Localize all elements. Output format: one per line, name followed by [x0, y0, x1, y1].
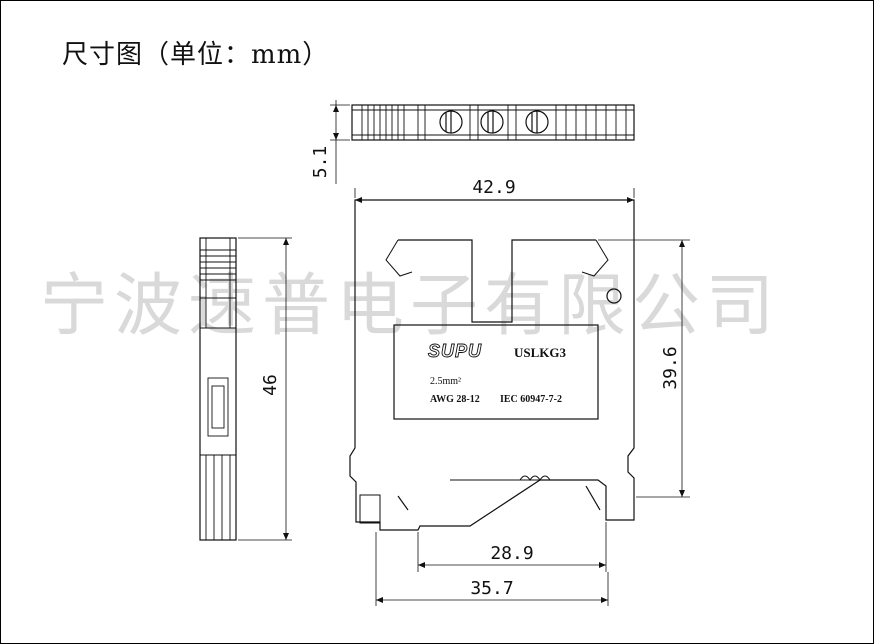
- awg-label: AWG 28-12: [430, 394, 480, 405]
- test-hole-icon: [606, 288, 622, 304]
- dimension-foot-inner: 28.9: [490, 543, 533, 564]
- side-view: [199, 237, 292, 541]
- standard-label: IEC 60947-7-2: [500, 394, 562, 405]
- top-view: [330, 100, 635, 184]
- dimension-side-height: 46: [260, 374, 281, 396]
- screw-icon: [439, 110, 463, 134]
- screw-icon: [480, 110, 504, 134]
- front-view-outline: [349, 199, 635, 531]
- side-view-outline: [199, 237, 237, 541]
- dimension-foot-outer: 35.7: [470, 578, 513, 599]
- wire-clamp-opening: [398, 239, 596, 323]
- screw-icon: [525, 110, 549, 134]
- label-plate: [393, 324, 599, 420]
- model-label: USLKG3: [514, 345, 567, 360]
- dimension-front-height: 39.6: [660, 346, 681, 389]
- drawing-title: 尺寸图（单位：mm）: [62, 40, 330, 70]
- front-view: [349, 188, 690, 606]
- company-watermark: 宁波速普电子有限公司: [40, 267, 781, 346]
- dimension-overall-width: 42.9: [472, 177, 515, 198]
- brand-logo: SUPU: [428, 341, 482, 361]
- dimension-top-thickness: 5.1: [310, 146, 331, 179]
- top-view-outline: [351, 104, 635, 141]
- size-label: 2.5mm²: [430, 376, 461, 387]
